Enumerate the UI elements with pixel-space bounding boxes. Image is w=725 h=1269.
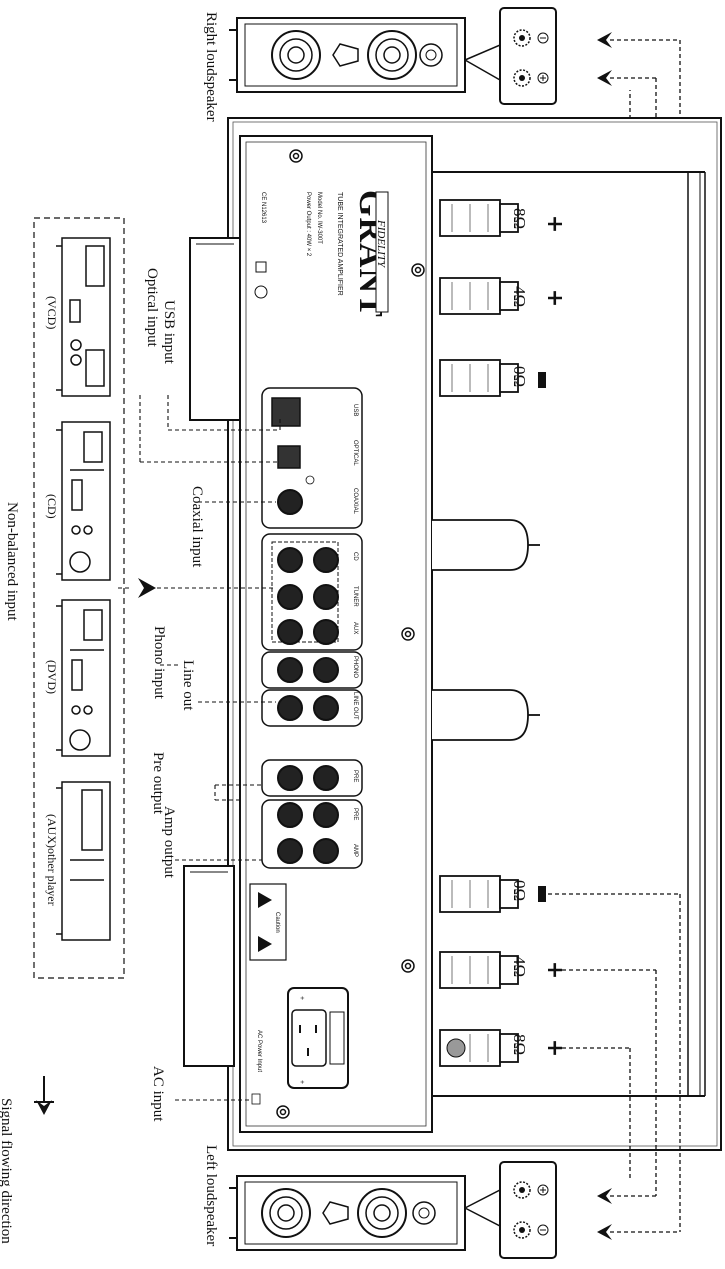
ac-power-inlet: + + AC Power Input [251,987,349,1105]
ac-power-label: AC Power Input [256,1030,262,1072]
jack-label: PRE [352,770,358,782]
right-speaker-terminals: 8Ω + 4Ω + 0Ω [439,199,567,397]
plus-icon: + [298,1080,305,1084]
vcd-player-icon [56,237,111,397]
rca-outputs [261,759,363,869]
dvd-player-icon [56,599,111,757]
jack-label: AMP [352,844,358,857]
left-loudspeaker-label: Left loudspeaker [203,1145,219,1246]
caution-label: Caution [249,883,287,961]
aux-player-icon [56,781,111,941]
arrow-head-icon [597,1224,612,1240]
optical-port[interactable] [277,445,301,469]
terminal-ohm: 8Ω [510,208,529,229]
product-name: TUBE INTEGRATED AMPLIFIER [336,192,343,296]
terminal-sign: + [542,289,567,307]
terminal-ohm: 8Ω [510,1034,529,1055]
arrow-head-icon [597,1188,612,1204]
usb-input-label: USB input [161,300,177,365]
minus-sign-icon [538,372,546,388]
terminal-ohm: 0Ω [510,880,529,901]
certification-marks: CE N12613 [260,192,266,224]
jack-label: PHONO [352,656,358,678]
jack-label: USB [352,404,358,416]
jack-label: PRE [352,808,358,820]
terminal-sign: + [542,215,567,233]
jack-label: CD [352,552,358,561]
left-loudspeaker [229,1161,557,1259]
right-loudspeaker-label: Right loudspeaker [203,12,219,122]
coaxial-jack[interactable] [277,489,303,515]
right-loudspeaker [229,7,557,105]
terminal-ohm: 0Ω [510,366,529,387]
terminal-sign: + [542,1039,567,1057]
device-label: (VCD) [45,296,59,329]
minus-sign-icon [538,886,546,902]
caution-text: Caution [274,912,280,933]
usb-port[interactable] [271,397,301,427]
brand-sub: FIDELITY [375,219,387,269]
terminal-ohm: 4Ω [510,286,529,307]
jack-label: COAXIAL [352,488,358,515]
ac-input-label: AC input [150,1066,166,1122]
amplifier-feet [183,237,241,1067]
terminal-ohm: 4Ω [510,956,529,977]
arrow-head-icon [138,578,156,598]
plus-icon: + [298,996,305,1000]
signal-direction-arrow-icon [34,1076,54,1115]
digital-inputs [261,387,363,529]
jack-label: TUNER [352,586,358,607]
amp-output-label: Amp output [161,806,177,879]
jack-label: LINE OUT [352,692,358,720]
model-number: Model No. IW-300T [316,192,322,244]
source-devices-group: (VCD) (CD) (DVD) [33,217,125,979]
line-out-label: Line out [180,660,196,711]
phono-input-label: Phono input [151,626,167,700]
left-speaker-wiring [548,893,681,1233]
connection-leaders [118,395,281,1101]
cd-player-icon [56,421,111,581]
jack-label: AUX [352,622,358,634]
device-label: (AUX)other player [45,814,59,906]
arrow-head-icon [597,70,612,86]
vacuum-tubes [432,519,540,741]
power-output: Power Output : 40W × 2 [305,192,311,257]
rca-inputs [261,533,363,727]
device-label: (DVD) [45,660,59,694]
optical-input-label: Optical input [144,268,160,348]
left-speaker-terminals: 0Ω 4Ω + 8Ω + [439,875,567,1067]
brand-label-block: GRANT FIDELITY TUBE INTEGRATED AMPLIFIER… [254,190,389,318]
jack-labels: USB OPTICAL COAXIAL CD TUNER AUX PHONO L… [352,404,358,857]
arrow-head-icon [597,32,612,48]
terminal-sign: + [542,961,567,979]
pre-output-label: Pre output [150,752,166,815]
non-balanced-input-label: Non-balanced input [4,502,20,622]
signal-direction-label: Signal flowing direction [0,1098,14,1244]
coaxial-input-label: Coaxial input [189,486,205,568]
device-label: (CD) [45,494,59,519]
jack-label: OPTICAL [352,440,358,466]
